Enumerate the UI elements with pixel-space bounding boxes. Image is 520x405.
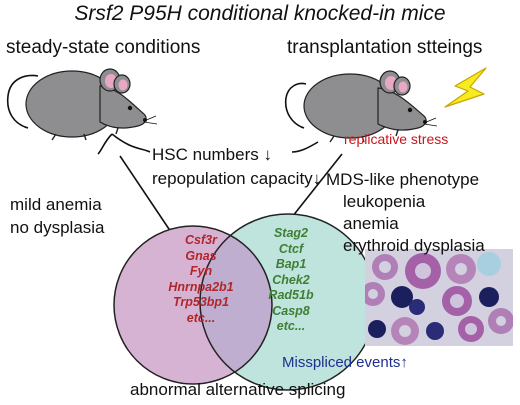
lightning-bolt-icon — [444, 67, 487, 108]
right-panel-heading: transplantation stteings — [287, 37, 483, 58]
gene-label: Fyn — [189, 264, 213, 278]
center-notes: HSC numbers ↓ repopulation capacity↓ — [152, 143, 321, 191]
center-note: HSC numbers ↓ — [152, 145, 272, 164]
micrograph-image — [365, 249, 513, 346]
gene-label: etc... — [186, 310, 216, 325]
gene-label: Chek2 — [272, 272, 310, 287]
left-note: mild anemia — [10, 195, 102, 214]
venn-diagram — [113, 213, 377, 391]
gene-label: Stag2 — [273, 226, 309, 240]
phenotype-notes: MDS-like phenotype leukopenia anemia ery… — [326, 169, 485, 257]
mouse-icon — [6, 68, 158, 155]
left-note: no dysplasia — [10, 218, 105, 237]
shared-gene-list: Csf3r Gnas Fyn Hnrnpa2b1 Trp53bp1 etc... — [165, 233, 237, 326]
gene-label: Hnrnpa2b1 — [168, 279, 234, 294]
gene-label: Rad51b — [268, 288, 314, 302]
mouse-icon — [284, 70, 438, 153]
gene-label: Bap1 — [275, 257, 307, 271]
phenotype-item: leukopenia — [343, 192, 426, 211]
gene-label: Casp8 — [272, 303, 310, 318]
replicative-stress-label: replicative stress — [344, 131, 449, 147]
left-panel-heading: steady-state conditions — [6, 37, 201, 58]
gene-label: etc... — [276, 319, 306, 333]
phenotype-item: anemia — [343, 214, 399, 233]
right-gene-list: Stag2 Ctcf Bap1 Chek2 Rad51b Casp8 etc..… — [256, 226, 326, 335]
gene-label: Gnas — [185, 248, 217, 263]
gene-label: Trp53bp1 — [172, 295, 230, 309]
venn-overlap — [200, 226, 272, 384]
left-notes: mild anemia no dysplasia — [10, 193, 105, 239]
arrow-icon — [119, 155, 177, 240]
phenotype-heading: MDS-like phenotype — [326, 170, 480, 189]
gene-label: Ctcf — [278, 241, 304, 256]
center-note: repopulation capacity↓ — [152, 169, 322, 188]
page-title: Srsf2 P95H conditional knocked-in mice — [74, 2, 446, 25]
phenotype-item: erythroid dysplasia — [343, 236, 485, 255]
misspliced-events-label: Misspliced events↑ — [282, 354, 408, 371]
bottom-caption: abnormal alternative splicing — [130, 380, 346, 399]
gene-label: Csf3r — [185, 233, 217, 247]
